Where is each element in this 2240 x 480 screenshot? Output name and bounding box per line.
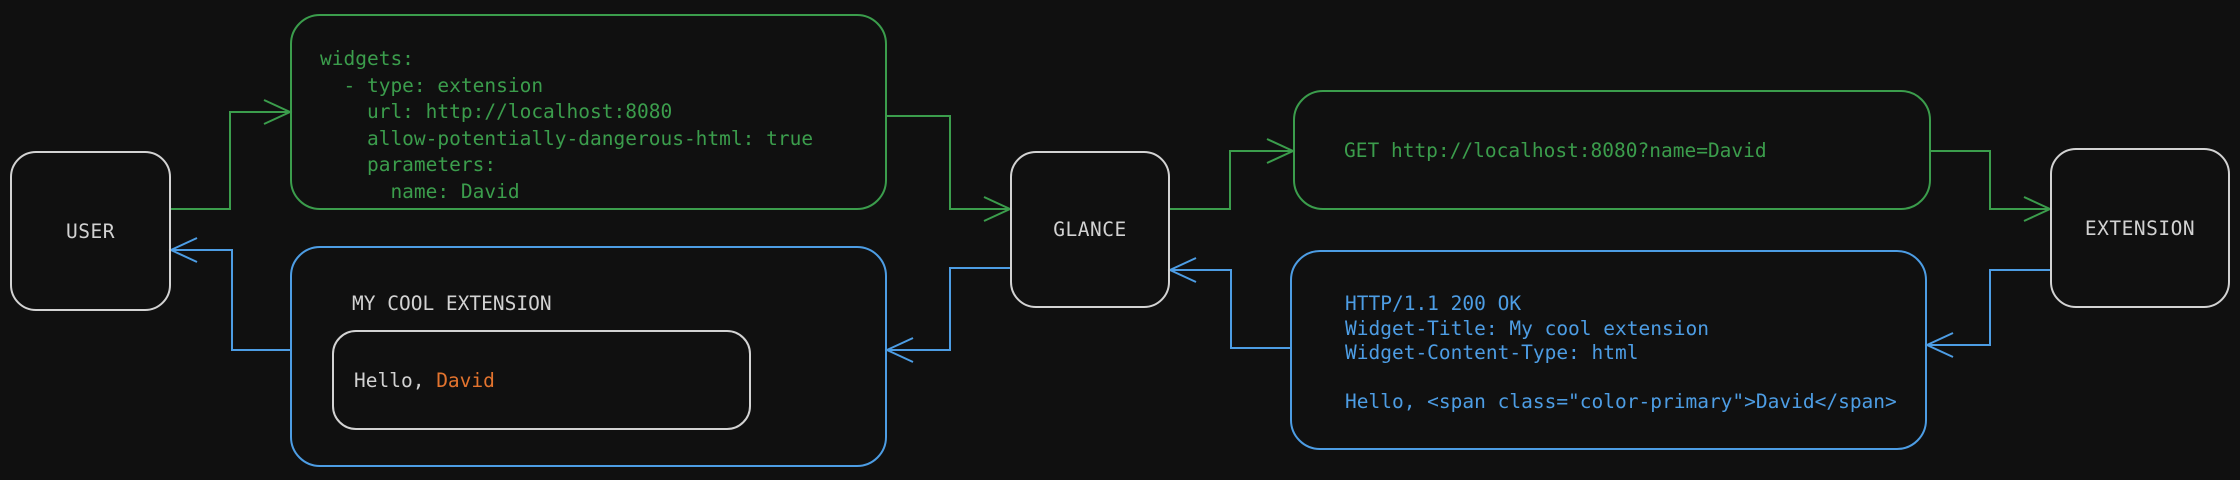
yaml-config-line: allow-potentially-dangerous-html: true [320,126,814,150]
widget-title: MY COOL EXTENSION [352,292,552,315]
edge-user-to-config [171,99,293,210]
node-glance: GLANCE [1010,151,1170,308]
edge-glance-to-widget [884,267,1010,363]
node-extension-label: EXTENSION [2084,216,2196,240]
yaml-config-line: widgets: [320,47,414,70]
edge-widget-to-user [168,237,290,351]
http-request-line: GET http://localhost:8080?name=David [1344,138,1767,162]
http-request-box: GET http://localhost:8080?name=David [1293,90,1931,210]
node-glance-label: GLANCE [1053,218,1127,241]
node-user-label: USER [66,219,115,243]
greeting-prefix: Hello, [354,368,437,392]
http-response-line: Widget-Content-Type: html [1345,341,1639,364]
greeting-text: Hello, David [354,369,495,392]
edge-config-to-glance [887,115,1013,222]
widget-preview-box: MY COOL EXTENSION Hello, David [290,246,887,467]
yaml-config-line: - type: extension [320,73,544,97]
yaml-config-line: name: David [320,179,520,203]
greeting-box: Hello, David [332,330,751,430]
yaml-config-line: parameters: [320,153,497,177]
edge-request-to-extension [1931,150,2053,222]
http-response-line [1345,366,1917,391]
http-response-line: Widget-Title: My cool extension [1345,316,1709,340]
http-response-line: HTTP/1.1 200 OK [1345,292,1522,315]
http-response-line: Hello, <span class="color-primary">David… [1345,390,1897,413]
yaml-config-line: url: http://localhost:8080 [320,100,673,124]
edge-extension-to-response [1924,269,2050,358]
node-user: USER [10,151,171,311]
edge-glance-to-request [1170,138,1296,210]
greeting-name: David [436,368,495,392]
edge-response-to-glance [1167,257,1290,349]
node-extension: EXTENSION [2050,148,2230,308]
http-response-box: HTTP/1.1 200 OK Widget-Title: My cool ex… [1290,250,1927,450]
yaml-config-box: widgets: - type: extension url: http://l… [290,14,887,210]
